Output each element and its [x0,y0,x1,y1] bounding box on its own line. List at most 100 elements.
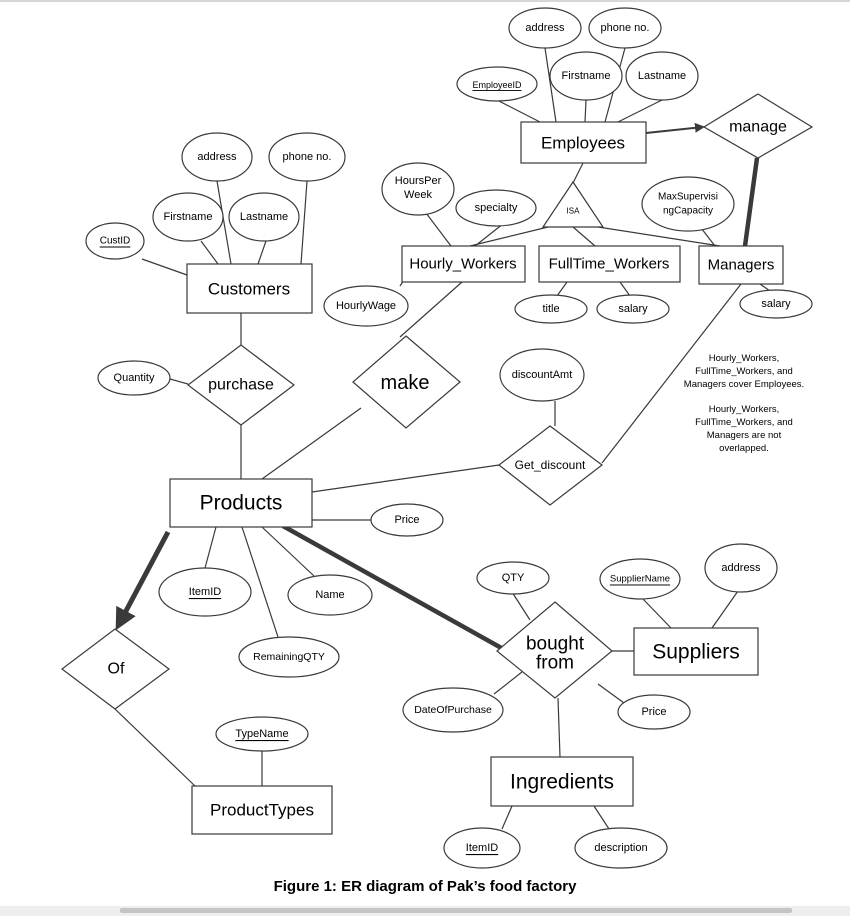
note-overlap-line3: Managers are not [707,430,782,441]
attr-hours-per-week-line2: Week [404,189,432,201]
connector-lines [114,47,771,830]
attr-qty: QTY [502,572,525,584]
attr-cust-id-shape [85,222,145,260]
attr-price-bought: Price [641,706,666,718]
attr-quantity-shape [97,360,171,396]
arrow-products-of [115,530,171,631]
attr-emp-id-shape [456,66,538,102]
attr-description: description [594,842,647,854]
entity-fulltime-workers: FullTime_Workers [549,256,670,273]
attr-emp-address: address [525,22,565,34]
rel-make-diamond [352,335,461,429]
attr-title: title [542,303,559,315]
attr-cust-lastname: Lastname [240,211,288,223]
entity-products-box [169,478,313,528]
entity-suppliers: Suppliers [652,641,740,664]
attr-ft-salary: salary [618,303,648,315]
note-coverage-line1: Hourly_Workers, [709,353,780,364]
attr-emp-firstname-shape [549,51,623,101]
attr-max-supervising-line1: MaxSupervisi [658,192,718,203]
attr-item-id-ingredients: ItemID [466,842,498,854]
attr-mgr-salary-shape [739,289,813,319]
attr-hours-per-week-line1: HoursPer [395,175,442,187]
rel-manage: manage [729,119,787,136]
rel-bought-from-diamond [496,601,613,699]
attr-price-products-shape [370,503,444,537]
rel-make: make [381,372,430,394]
attr-cust-firstname: Firstname [164,211,213,223]
attr-cust-firstname-shape [152,192,224,242]
attr-quantity: Quantity [114,372,155,384]
entity-managers-box [698,245,784,285]
attr-emp-phone-shape [588,7,662,49]
rel-bought-from-line1: bought [526,634,585,655]
attr-hourly-wage: HourlyWage [336,300,396,312]
entity-fulltime-workers-box [538,245,681,283]
attr-emp-firstname: Firstname [562,70,611,82]
attr-price-products: Price [394,514,419,526]
rel-purchase: purchase [208,377,274,394]
attr-name-shape [287,574,373,616]
rel-bought-from-line2: from [536,653,574,674]
attr-remaining-qty-shape [238,636,340,678]
entity-producttypes-box [191,785,333,835]
attr-supplier-address: address [721,562,761,574]
note-overlap-line1: Hourly_Workers, [709,404,780,415]
attr-emp-id: EmployeeID [472,80,522,90]
attr-max-supervising-line2: ngCapacity [663,206,713,217]
attr-qty-shape [476,561,550,595]
attr-supplier-name: SupplierName [610,574,670,585]
top-border [0,0,850,2]
attr-cust-lastname-shape [228,192,300,242]
attr-specialty: specialty [475,202,518,214]
attr-ft-salary-shape [596,294,670,324]
attr-title-shape [514,294,588,324]
attr-emp-lastname-shape [625,51,699,101]
rel-purchase-diamond [187,344,295,426]
rel-get-discount: Get_discount [515,458,586,472]
attr-date-of-purchase: DateOfPurchase [414,704,492,716]
arrow-employees-manage [645,122,705,134]
attr-date-of-purchase-shape [402,687,504,733]
attr-max-supervising-shape [641,176,735,232]
attr-description-shape [574,827,668,869]
note-overlap-line2: FullTime_Workers, and [695,417,793,428]
entity-producttypes: ProductTypes [210,801,314,820]
attr-mgr-salary: salary [761,298,791,310]
attr-cust-address: address [197,151,237,163]
attr-item-id-ingredients-shape [443,827,521,869]
entity-customers: Customers [208,280,290,299]
note-coverage-line2: FullTime_Workers, and [695,366,793,377]
attr-cust-phone-shape [268,132,346,182]
attr-discount-amt: discountAmt [512,369,573,381]
entity-customers-box [186,263,313,314]
note-coverage-line3: Managers cover Employees. [684,379,804,390]
attr-hours-per-week-shape [381,162,455,216]
attr-hourly-wage-shape [323,285,409,327]
attr-emp-address-shape [508,7,582,49]
attr-discount-amt-shape [499,348,585,402]
attr-specialty-shape [455,189,537,227]
note-overlap-line4: overlapped. [719,443,769,454]
figure-caption: Figure 1: ER diagram of Pak’s food facto… [273,878,577,895]
attr-item-id-products: ItemID [189,586,221,598]
rel-manage-diamond [702,93,814,159]
isa-label: ISA [567,207,581,216]
attr-emp-lastname: Lastname [638,70,686,82]
scrollbar-thumb[interactable] [120,908,792,913]
attr-supplier-address-shape [704,543,778,593]
entity-employees-box [520,121,647,164]
constraint-notes: Hourly_Workers, FullTime_Workers, and Ma… [684,353,804,454]
entity-suppliers-box [633,627,759,676]
attr-type-name: TypeName [235,728,288,740]
attr-cust-id: CustID [100,236,131,247]
entity-hourly-workers-box [401,245,526,283]
attr-price-bought-shape [617,694,691,730]
horizontal-scrollbar[interactable] [0,906,850,916]
attr-cust-address-shape [181,132,253,182]
isa-triangle [541,180,605,228]
attr-cust-phone: phone no. [283,151,332,163]
attr-remaining-qty: RemainingQTY [253,651,325,663]
thick-lines [281,157,760,652]
entity-hourly-workers: Hourly_Workers [409,256,516,273]
